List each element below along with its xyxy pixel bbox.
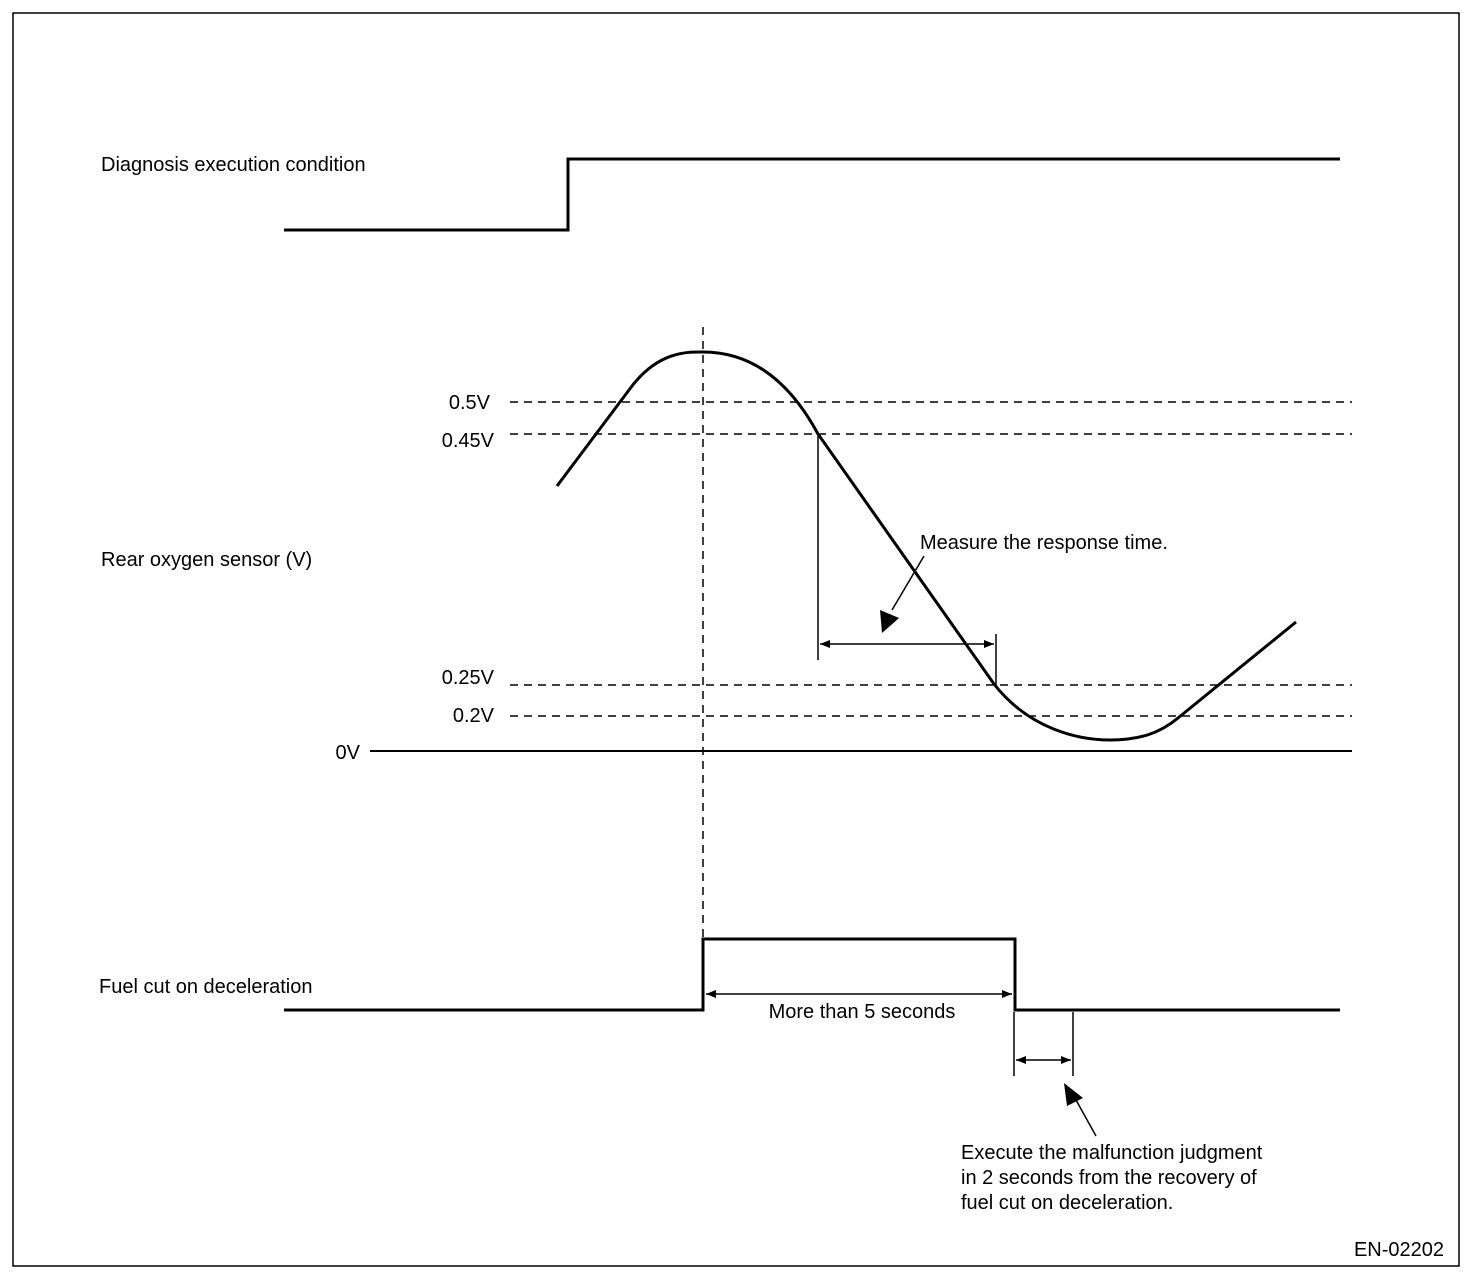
diagnosis-condition-label: Diagnosis execution condition xyxy=(101,154,366,176)
fuel-cut-signal xyxy=(284,937,1340,1012)
diagnosis-condition-signal xyxy=(284,157,1340,232)
judgment-annotation-line2: in 2 seconds from the recovery of xyxy=(961,1167,1257,1189)
judgment-annotation-line1: Execute the malfunction judgment xyxy=(961,1142,1263,1164)
level-label-0-5v: 0.5V xyxy=(449,392,491,414)
judgment-leader xyxy=(1075,1099,1097,1137)
response-time-leader xyxy=(891,555,925,611)
figure-border xyxy=(12,12,1460,1267)
sensor-waveform xyxy=(555,350,1297,742)
duration-annotation: More than 5 seconds xyxy=(769,1001,956,1023)
judgment-annotation-line3: fuel cut on deceleration. xyxy=(961,1192,1173,1214)
figure-code: EN-02202 xyxy=(1354,1239,1444,1261)
response-time-annotation: Measure the response time. xyxy=(920,532,1168,554)
fuel-cut-label: Fuel cut on deceleration xyxy=(99,976,312,998)
rear-o2-sensor-label: Rear oxygen sensor (V) xyxy=(101,549,312,571)
level-label-0-45v: 0.45V xyxy=(442,430,495,452)
level-label-0-25v: 0.25V xyxy=(442,667,495,689)
level-label-0-2v: 0.2V xyxy=(453,705,495,727)
level-label-0v: 0V xyxy=(336,742,361,764)
response-time-pointer xyxy=(880,610,899,633)
judgment-pointer xyxy=(1064,1083,1083,1106)
